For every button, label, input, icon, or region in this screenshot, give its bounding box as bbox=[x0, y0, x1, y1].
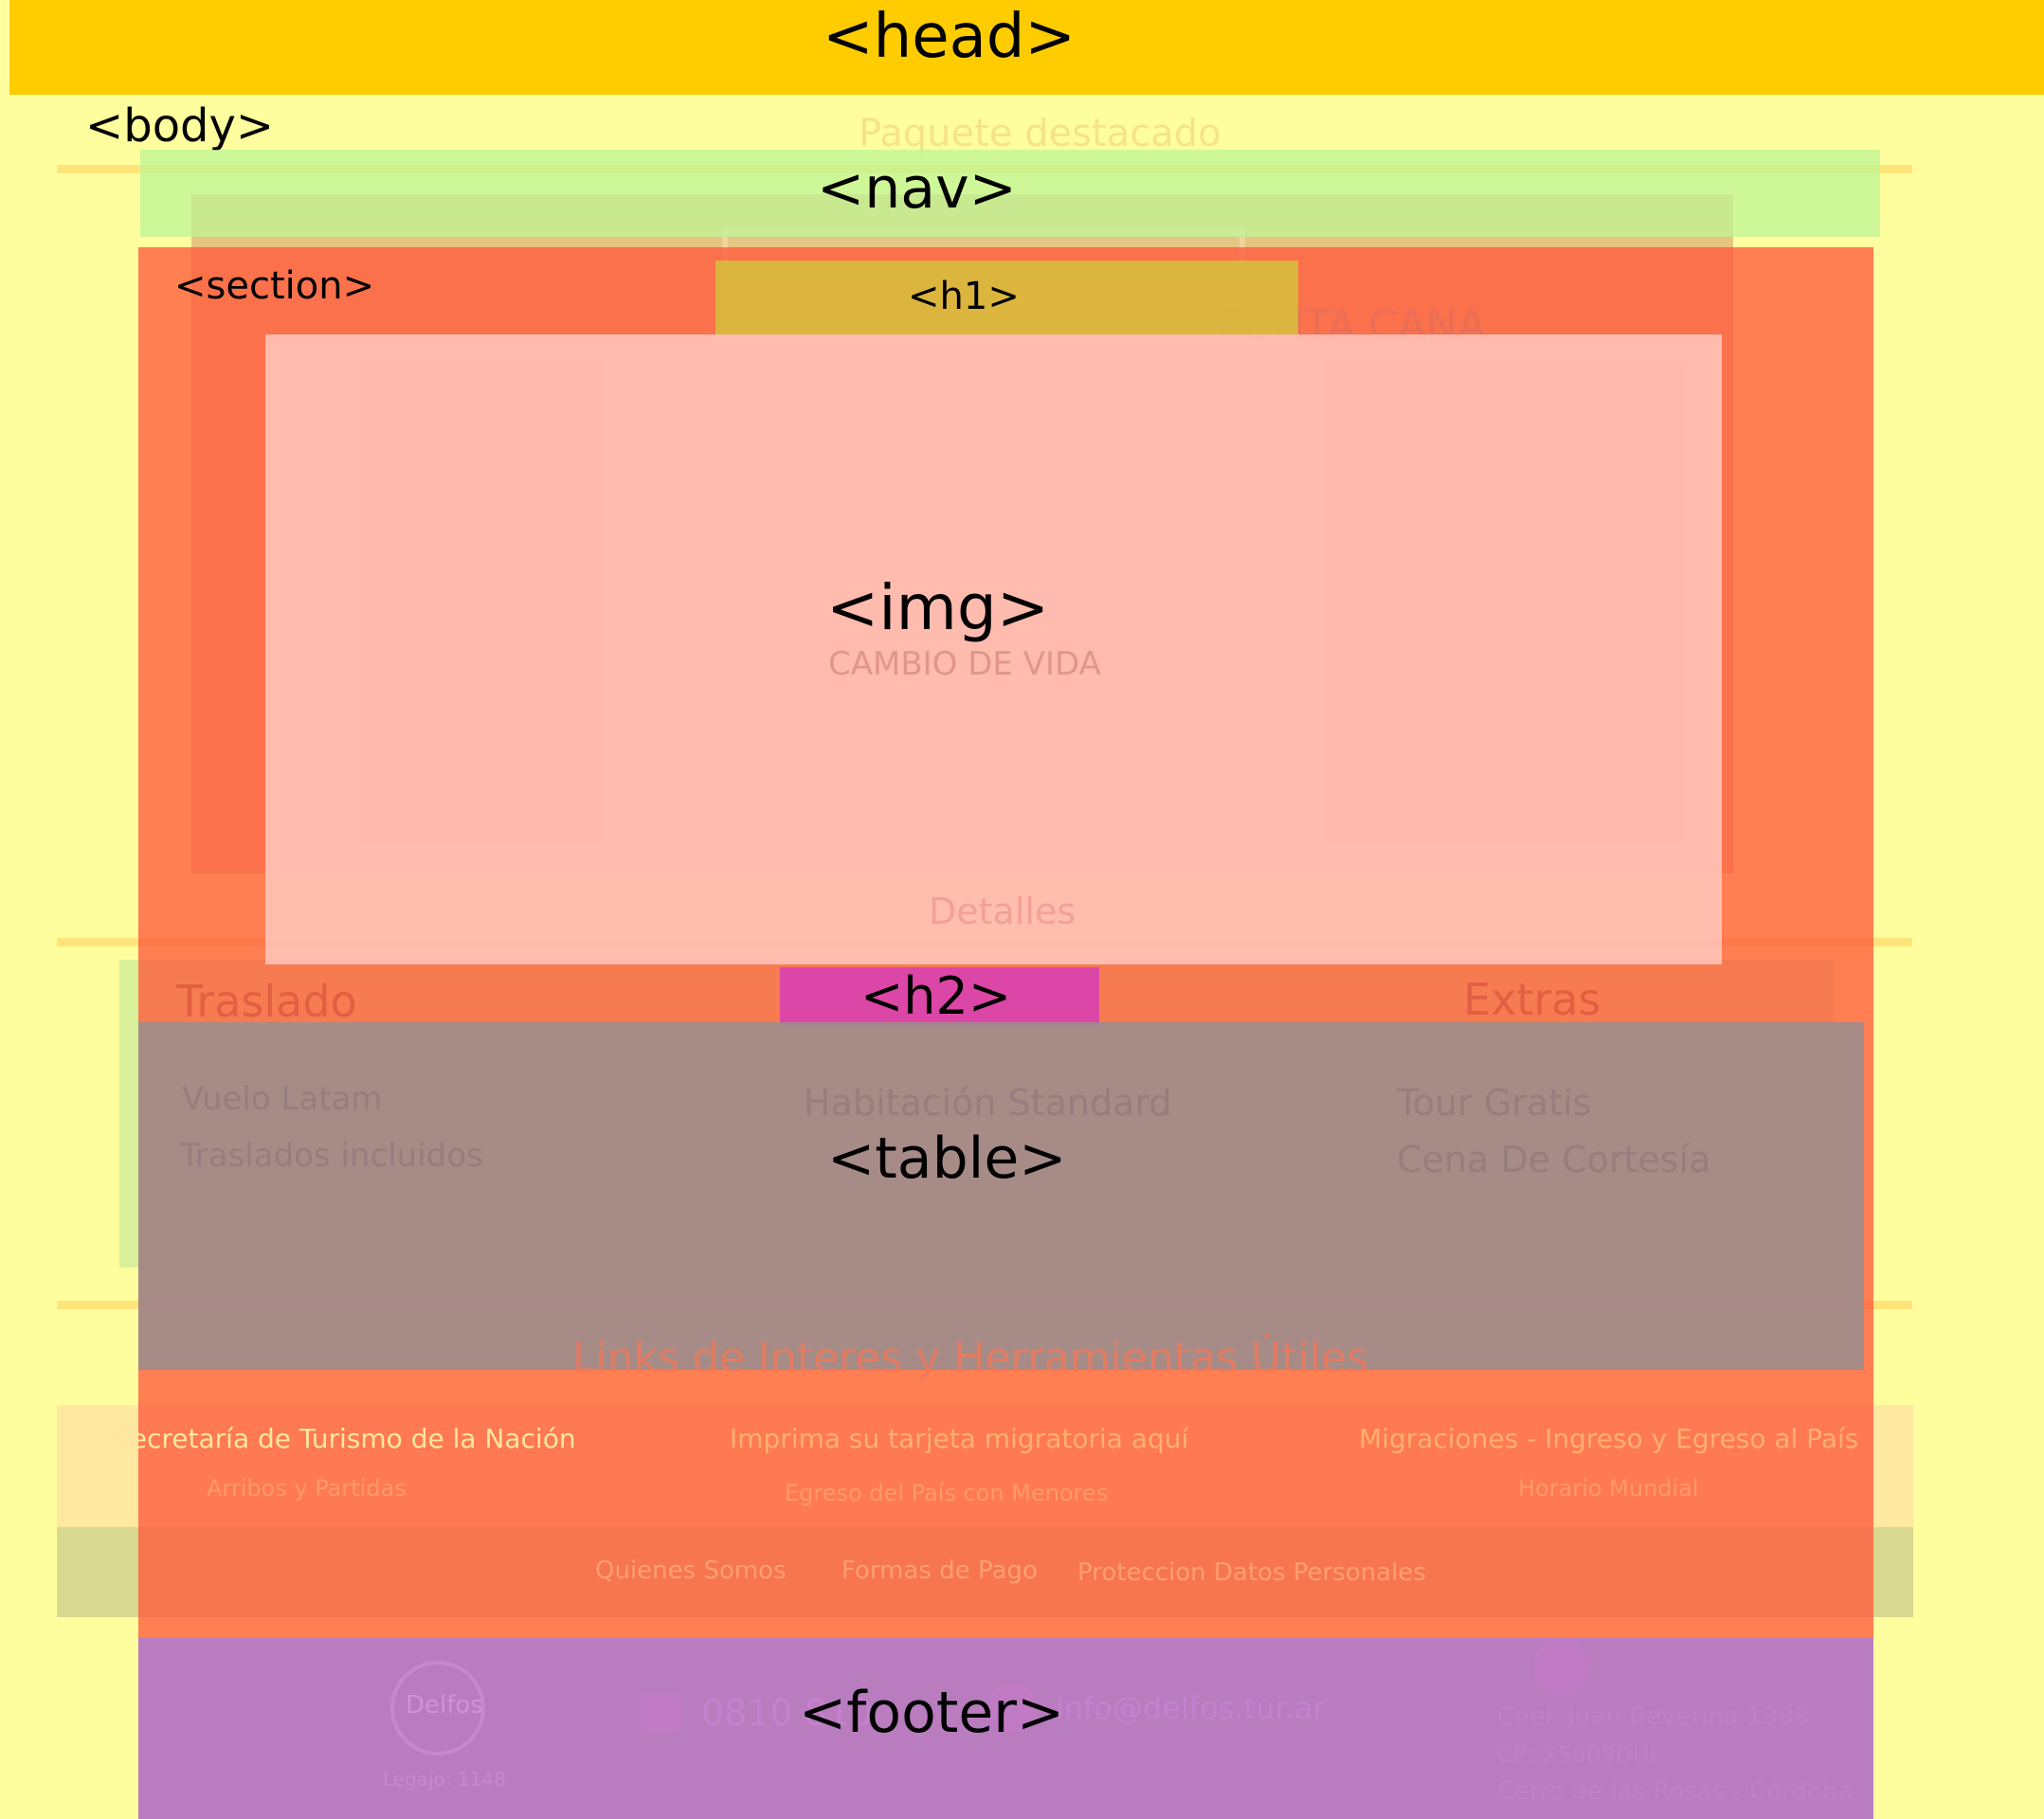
footer-phone: 0810 810 bbox=[701, 1692, 874, 1734]
img-label: <img> bbox=[826, 571, 1050, 644]
location-icon bbox=[1533, 1639, 1590, 1696]
h2-label: <h2> bbox=[860, 966, 1012, 1026]
table-item: Vuelo Latam bbox=[182, 1080, 383, 1118]
hero-poster-subtitle: CAMBIO DE VIDA bbox=[828, 645, 1101, 683]
link-item: Egreso del País con Menores bbox=[785, 1480, 1109, 1506]
link-item: Imprima su tarjeta migratoria aquí bbox=[730, 1423, 1189, 1454]
footer-address-line: CP: X5009DUI bbox=[1497, 1741, 1656, 1768]
head-block bbox=[9, 0, 2044, 95]
footer-legajo: Legajo: 1148 bbox=[383, 1768, 506, 1791]
nav-block bbox=[140, 150, 1880, 237]
footer-address-line: Cerro de las Rosas - Córdoba bbox=[1497, 1777, 1854, 1806]
link-item: Horario Mundial bbox=[1518, 1475, 1699, 1502]
column-title-extras: Extras bbox=[1463, 974, 1601, 1025]
links-heading: Links de Interes y Herramientas Útiles bbox=[572, 1334, 1368, 1382]
link-item: Arribos y Partidas bbox=[207, 1475, 407, 1502]
h1-label: <h1> bbox=[908, 275, 1020, 318]
table-item: Habitación Standard bbox=[804, 1082, 1172, 1124]
table-block bbox=[138, 1022, 1864, 1370]
h2-block bbox=[780, 967, 1099, 1025]
nav-label: <nav> bbox=[817, 155, 1017, 222]
table-label: <table> bbox=[827, 1126, 1067, 1192]
table-item: Cena De Cortesía bbox=[1397, 1139, 1711, 1180]
img-block bbox=[265, 334, 1722, 964]
footer-email: info@delfos.tur.ar bbox=[1056, 1690, 1326, 1726]
table-item: Traslados incluidos bbox=[180, 1137, 483, 1175]
bottom-link: Proteccion Datos Personales bbox=[1077, 1558, 1426, 1587]
link-item: Migraciones - Ingreso y Egreso al País bbox=[1359, 1423, 1859, 1454]
head-label: <head> bbox=[823, 2, 1076, 72]
phone-icon bbox=[641, 1694, 680, 1734]
footer-label: <footer> bbox=[799, 1680, 1065, 1746]
section-label: <section> bbox=[174, 264, 375, 308]
bottom-link: Formas de Pago bbox=[841, 1557, 1038, 1585]
h1-block bbox=[715, 261, 1298, 334]
body-label: <body> bbox=[85, 99, 275, 153]
details-heading: Detalles bbox=[929, 891, 1076, 932]
column-title-traslado: Traslado bbox=[176, 976, 357, 1027]
bottom-link: Quienes Somos bbox=[595, 1557, 787, 1585]
footer-logo-text: Delfos bbox=[406, 1691, 483, 1720]
mail-icon bbox=[987, 1684, 1037, 1733]
table-item: Tour Gratis bbox=[1397, 1082, 1592, 1124]
logo-icon bbox=[390, 1661, 485, 1756]
link-item: Secretaría de Turismo de la Nación bbox=[114, 1423, 576, 1454]
featured-heading: Paquete destacado bbox=[859, 112, 1221, 155]
footer-address-line: Cnel. Juan Beverina 1988 bbox=[1497, 1702, 1810, 1731]
